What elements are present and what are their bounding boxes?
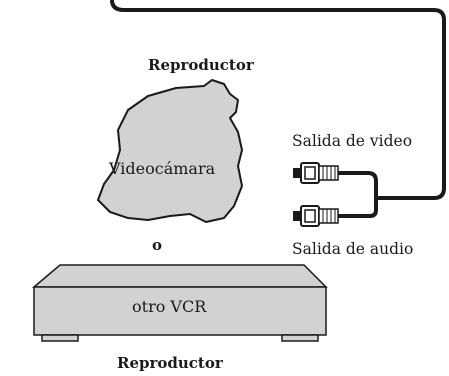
plug-cable-video <box>338 171 378 218</box>
top-player-label: Reproductor <box>148 56 254 74</box>
camcorder-shape <box>97 79 243 223</box>
vcr-label: otro VCR <box>132 297 207 316</box>
main-cable <box>110 0 446 200</box>
or-label: o <box>152 236 163 254</box>
camcorder-label: Videocámara <box>109 159 216 178</box>
rca-plug-audio-icon <box>293 205 339 227</box>
bottom-player-label: Reproductor <box>117 354 223 372</box>
vcr-device <box>31 264 328 342</box>
video-output-label: Salida de video <box>292 132 413 150</box>
audio-output-label: Salida de audio <box>292 240 414 258</box>
rca-plug-video-icon <box>293 162 339 184</box>
